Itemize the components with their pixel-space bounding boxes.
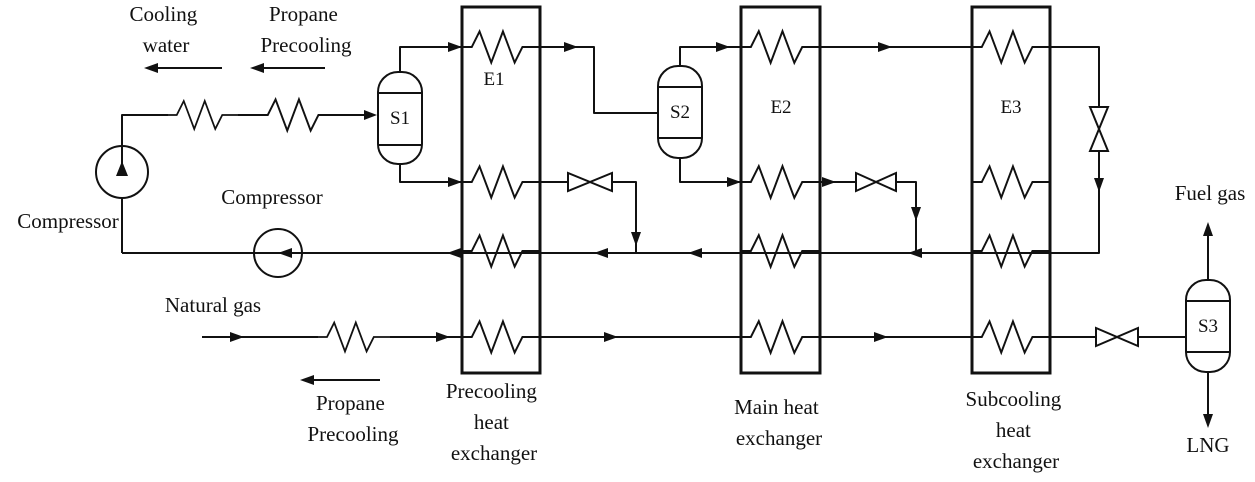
- separator-s3-label: S3: [1198, 316, 1218, 337]
- label-propane-precooling-bottom: Propane Precooling: [308, 391, 399, 446]
- caption-e2: Main heat exchanger: [734, 395, 824, 450]
- label-fuel-gas: Fuel gas: [1175, 181, 1246, 205]
- coil-propane-precooling: [257, 98, 337, 132]
- exchanger-e2-shell: [739, 5, 822, 375]
- label-lng: LNG: [1186, 433, 1229, 457]
- exchanger-e1-tag: E1: [483, 69, 504, 90]
- label-natural-gas: Natural gas: [165, 293, 261, 317]
- valve-e1-liquid: [567, 171, 613, 193]
- label-compressor-center: Compressor: [221, 185, 323, 209]
- label-compressor-left: Compressor: [17, 209, 119, 233]
- coil-e2-row1: [740, 30, 821, 64]
- separator-s2-label: S2: [670, 102, 690, 123]
- exchanger-e2-tag: E2: [770, 97, 791, 118]
- coil-cooling-water: [167, 100, 239, 130]
- coil-e3-row1: [971, 30, 1051, 64]
- coil-e2-row2: [740, 165, 821, 199]
- caption-e1: Precooling heat exchanger: [446, 379, 542, 465]
- coil-e3-row4: [971, 320, 1051, 354]
- coil-ng-propane-precooling: [317, 321, 391, 353]
- coil-e1-row4: [461, 320, 541, 354]
- coil-e1-row3: [461, 234, 541, 268]
- coil-e3-row3: [971, 234, 1051, 268]
- caption-e3: Subcooling heat exchanger: [966, 387, 1067, 473]
- exchanger-e3-shell: [970, 5, 1052, 375]
- coil-e1-row1: [461, 30, 541, 64]
- exchanger-e3-tag: E3: [1000, 97, 1021, 118]
- coil-e1-row2: [461, 165, 541, 199]
- valve-e2-liquid: [855, 171, 897, 193]
- label-propane-precooling-top: Propane Precooling: [261, 2, 352, 57]
- coil-e3-row2: [971, 165, 1051, 199]
- refrigerant-line-to-coolers: [121, 114, 168, 170]
- exchanger-e1-shell: [460, 5, 542, 375]
- valve-lng: [1095, 326, 1139, 348]
- coil-e2-row4: [740, 320, 821, 354]
- valve-e3-top: [1088, 106, 1110, 152]
- compressor-center-symbol: [253, 228, 303, 278]
- coil-e2-row3: [740, 234, 821, 268]
- separator-s1-label: S1: [390, 108, 410, 129]
- label-cooling-water: Cooling water: [130, 2, 203, 57]
